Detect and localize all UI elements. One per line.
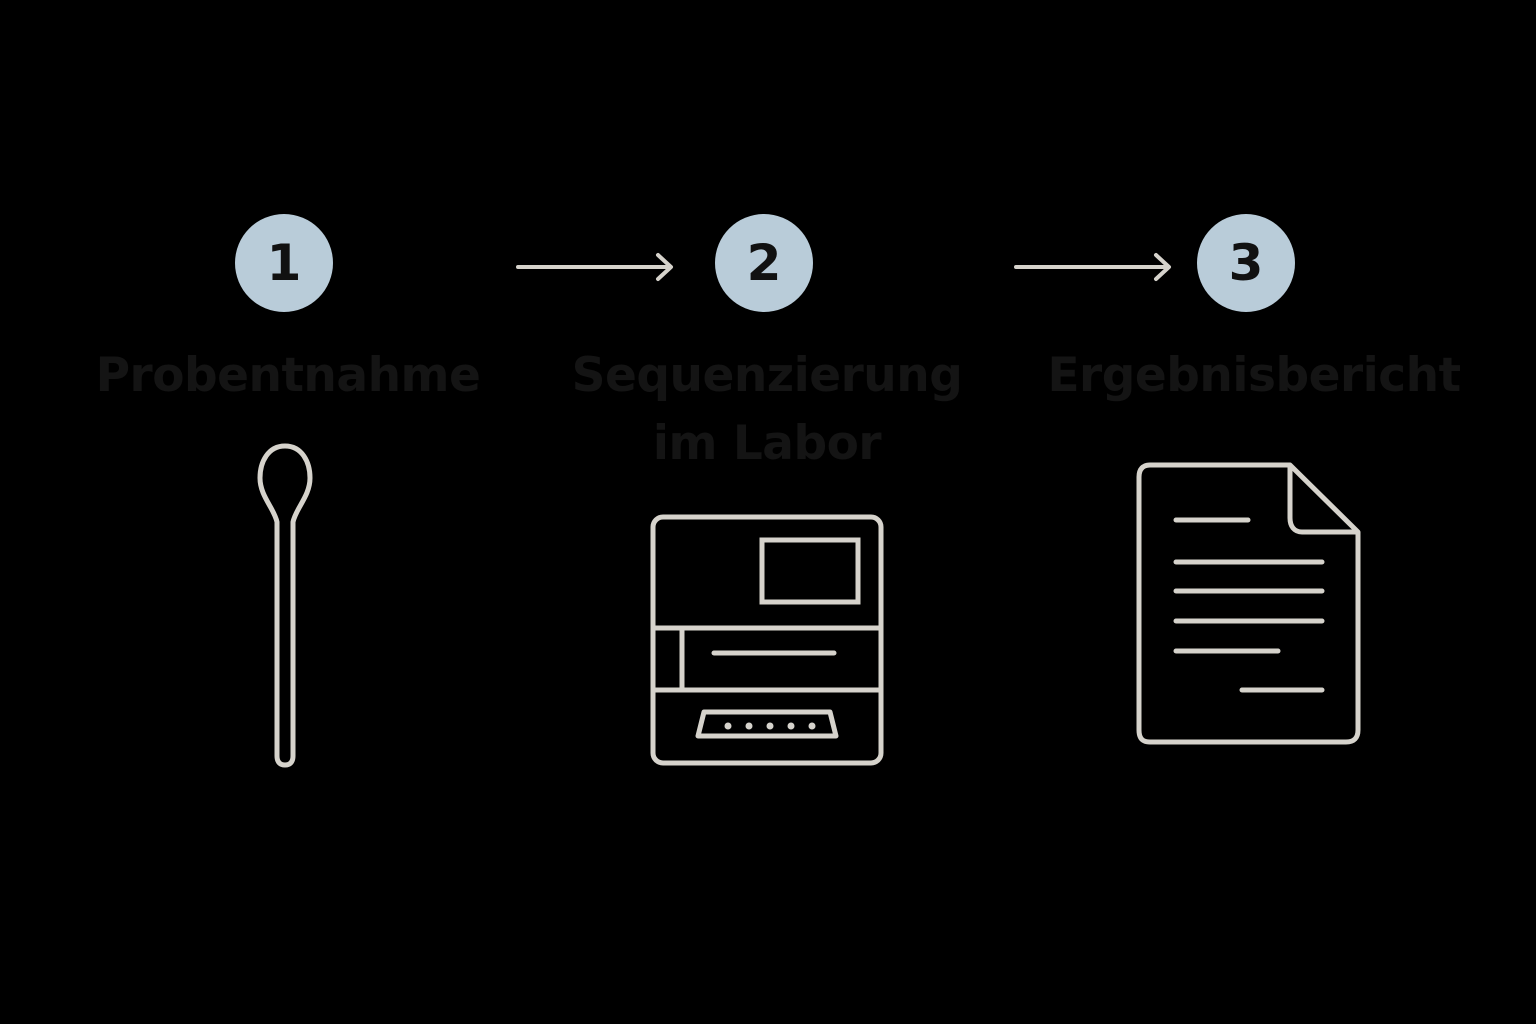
step-number-badge: 1 [235, 214, 333, 312]
step-label: Sequenzierung im Labor [571, 348, 963, 471]
step-number-badge: 2 [715, 214, 813, 312]
report-document-icon [1136, 462, 1361, 745]
swab-icon [257, 443, 313, 768]
arrow-right-icon [516, 253, 673, 281]
step-label: Probentnahme [95, 348, 481, 403]
step-number: 1 [266, 234, 302, 292]
step-label: Ergebnisbericht [1047, 348, 1461, 403]
step-number: 2 [746, 234, 782, 292]
step-number: 3 [1228, 234, 1264, 292]
step-number-badge: 3 [1197, 214, 1295, 312]
sequencer-icon [650, 514, 884, 766]
arrow-right-icon [1014, 253, 1171, 281]
